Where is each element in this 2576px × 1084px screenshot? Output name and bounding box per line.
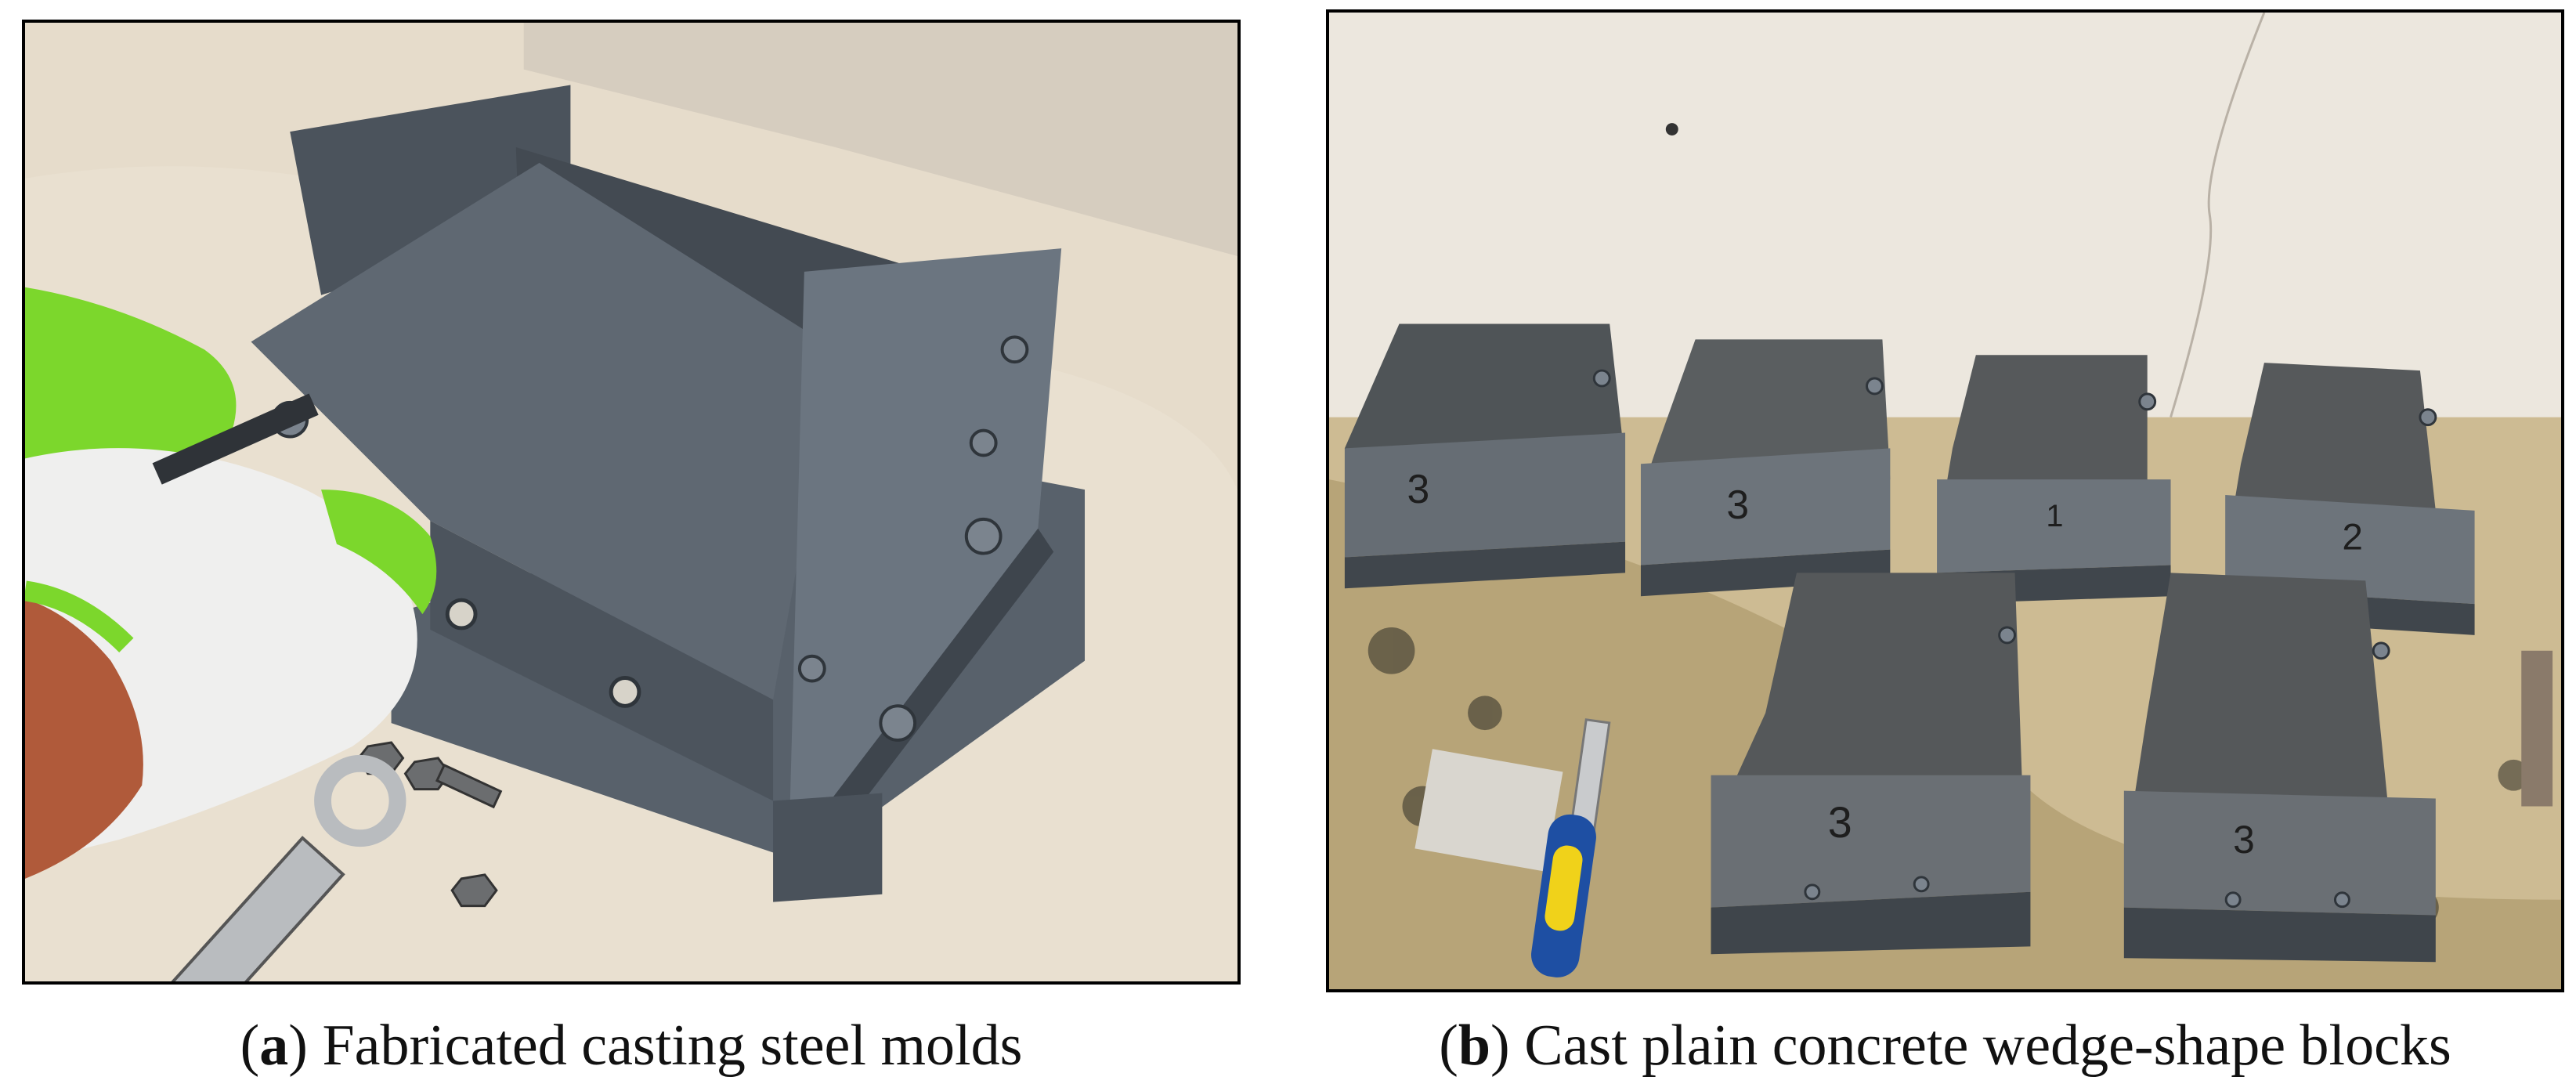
wall-crack xyxy=(2170,13,2266,418)
paper-tag xyxy=(1414,749,1563,872)
steel-mold-photo xyxy=(25,23,1237,981)
wall-spot xyxy=(1665,123,1678,136)
mold-right-plate xyxy=(788,248,1062,856)
caption-text: Fabricated casting steel molds xyxy=(322,1014,1023,1078)
wrench xyxy=(133,754,406,981)
mold-left-side xyxy=(251,162,836,700)
concrete-block: 3 xyxy=(1344,323,1626,589)
pipe xyxy=(2521,650,2553,807)
caption-a: (a) Fabricated casting steel molds xyxy=(240,1014,1023,1078)
block-bolts xyxy=(1592,369,2437,909)
concrete-block: 3 xyxy=(1640,339,1891,597)
concrete-block: 3 xyxy=(2123,573,2436,963)
mold-right-edge xyxy=(788,528,1054,879)
photo-panel-b: 3 3 1 2 3 xyxy=(1326,9,2564,992)
mold-left-lip xyxy=(430,520,774,801)
photo-panel-a xyxy=(22,20,1241,985)
concrete-blocks-photo: 3 3 1 2 3 xyxy=(1329,13,2561,989)
caption-letter: a xyxy=(259,1014,289,1078)
block-label: 2 xyxy=(2342,517,2363,558)
block-label: 1 xyxy=(2046,499,2063,533)
gloved-hands xyxy=(25,287,437,879)
concrete-block: 1 xyxy=(1937,355,2171,605)
mold-back-plate xyxy=(290,85,571,295)
caption-letter: b xyxy=(1458,1014,1491,1078)
screwdriver xyxy=(1530,718,1611,977)
wall xyxy=(523,23,1237,257)
block-label: 3 xyxy=(1726,482,1749,527)
mold-bolts xyxy=(271,335,1029,742)
mold-foot xyxy=(773,793,883,902)
concrete-block: 3 xyxy=(1711,573,2031,955)
block-label: 3 xyxy=(2233,818,2255,862)
caption-b: (b) Cast plain concrete wedge-shape bloc… xyxy=(1439,1014,2451,1078)
caption-text: Cast plain concrete wedge-shape blocks xyxy=(1524,1014,2451,1078)
block-label: 3 xyxy=(1407,466,1429,511)
base-holes xyxy=(445,598,641,708)
block-label: 3 xyxy=(1828,798,1852,847)
